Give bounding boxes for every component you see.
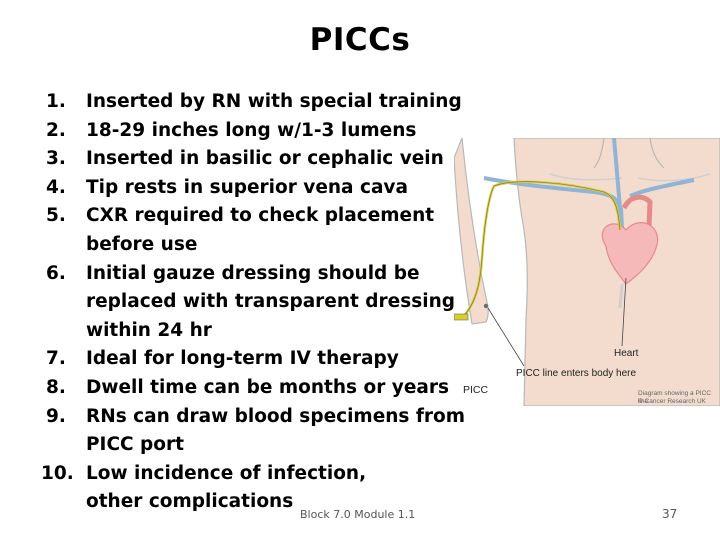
body-illustration bbox=[453, 137, 720, 407]
item-number: 2. bbox=[46, 119, 66, 141]
list-item: 7. Ideal for long-term IV therapy bbox=[46, 345, 476, 374]
item-number: 10. bbox=[41, 462, 74, 484]
list-item: 1. Inserted by RN with special training bbox=[46, 88, 476, 117]
heart-shape bbox=[601, 222, 659, 285]
arm-outline bbox=[453, 137, 489, 325]
image-credit-line1: Diagram showing a PICC line bbox=[638, 390, 711, 405]
picc-label: PICC bbox=[463, 384, 489, 396]
entry-label: PICC line enters body here bbox=[516, 368, 637, 379]
list-item: 10. Low incidence of infection, other com… bbox=[41, 460, 416, 517]
item-number: 7. bbox=[46, 348, 66, 370]
list-item: 5. CXR required to check placement before… bbox=[46, 202, 476, 259]
item-text: Dwell time can be months or years bbox=[86, 376, 449, 398]
jugular-vein bbox=[612, 137, 622, 209]
item-text: Tip rests in superior vena cava bbox=[86, 176, 408, 198]
item-text: Low incidence of infection, other compli… bbox=[86, 462, 367, 513]
item-number: 3. bbox=[46, 148, 66, 170]
item-text: 18-29 inches long w/1-3 lumens bbox=[86, 119, 417, 141]
list-item: 3. Inserted in basilic or cephalic vein bbox=[46, 145, 476, 174]
item-number: 5. bbox=[46, 205, 66, 227]
item-text: Initial gauze dressing should be replace… bbox=[86, 262, 455, 341]
footer-module: Block 7.0 Module 1.1 bbox=[300, 508, 416, 521]
image-credit-line2: © Cancer Research UK bbox=[638, 398, 707, 405]
picc-hub bbox=[453, 313, 469, 321]
item-text: Inserted by RN with special training bbox=[86, 91, 462, 112]
slide-title: PICCs bbox=[309, 22, 411, 58]
item-text: CXR required to check placement before u… bbox=[86, 205, 435, 255]
list-item: 4. Tip rests in superior vena cava bbox=[46, 174, 476, 203]
right-subclavian-vein bbox=[629, 178, 695, 198]
entry-pointer bbox=[487, 307, 525, 367]
item-number: 4. bbox=[46, 176, 66, 198]
heart-label: Heart bbox=[614, 348, 639, 359]
list-item: 9. RNs can draw blood specimens from PICC… bbox=[46, 403, 466, 460]
page-number: 37 bbox=[662, 507, 678, 521]
item-text: RNs can draw blood specimens from PICC p… bbox=[86, 405, 466, 456]
item-number: 8. bbox=[46, 376, 66, 398]
item-text: Inserted in basilic or cephalic vein bbox=[86, 148, 444, 170]
list-item: 8. Dwell time can be months or years bbox=[46, 374, 476, 403]
picc-diagram: Heart PICC line enters body here PICC Di… bbox=[453, 137, 720, 407]
item-number: 9. bbox=[46, 405, 66, 427]
item-number: 1. bbox=[46, 91, 66, 112]
list-item: 6. Initial gauze dressing should be repla… bbox=[46, 260, 481, 346]
aorta bbox=[621, 194, 653, 251]
bullet-list: 1. Inserted by RN with special training 2… bbox=[41, 88, 476, 517]
heart-pointer bbox=[621, 277, 627, 347]
entry-point bbox=[483, 303, 489, 309]
picc-line-outer bbox=[461, 181, 621, 319]
item-text: Ideal for long-term IV therapy bbox=[86, 348, 399, 370]
item-number: 6. bbox=[46, 262, 66, 284]
list-item: 2. 18-29 inches long w/1-3 lumens bbox=[46, 117, 476, 146]
